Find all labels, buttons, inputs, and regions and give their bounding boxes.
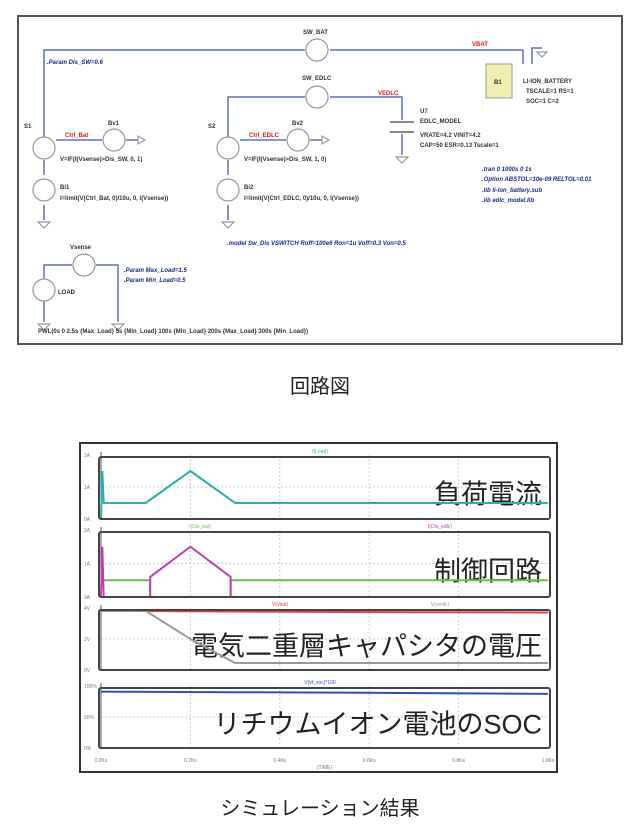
panel-title: リチウムイオン電池のSOC bbox=[213, 709, 542, 739]
series-legend: I(Dis_bat) bbox=[189, 524, 211, 530]
y-tick-label: 0% bbox=[84, 746, 92, 752]
u7-label: U7 bbox=[420, 109, 428, 115]
y-tick-label: 2A bbox=[84, 528, 91, 534]
panel-title: 制御回路 bbox=[434, 557, 542, 587]
vedlc-net-label: VEDLC bbox=[378, 91, 399, 97]
x-tick-label: 1.0Ks bbox=[542, 758, 555, 764]
series-line-I(Dis_edlc) bbox=[100, 545, 548, 598]
series-line-V(vedlc) bbox=[101, 609, 548, 664]
vsense-label: Vsense bbox=[70, 245, 92, 251]
y-tick-label: 1A bbox=[84, 562, 91, 568]
series-line-V(vbat) bbox=[100, 609, 549, 614]
series-legend: V(vbat) bbox=[272, 602, 288, 608]
bv1-expression: V=IF(I(Vsense)>Dis_SW, 0, 1) bbox=[60, 157, 142, 163]
plot-panel-1: 2A 1A 0A 負荷電流 I(Load) bbox=[84, 449, 551, 523]
vbat-net-label: VBAT bbox=[472, 42, 488, 48]
param-dis-sw: .Param Dis_SW=0.6 bbox=[47, 60, 104, 66]
y-tick-label: 2V bbox=[84, 637, 91, 643]
y-tick-label: 0A bbox=[84, 595, 91, 601]
y-tick-label: 4V bbox=[84, 606, 91, 612]
x-tick-label: 0.2Ks bbox=[184, 758, 197, 764]
bv2-expression: V=IF(I(Vsense)>Dis_SW, 1, 0) bbox=[244, 157, 326, 163]
edlc-params-1: VRATE=4.2 VINIT=4.2 bbox=[420, 133, 481, 139]
switch-s2 bbox=[216, 136, 240, 160]
plot-panel-4: 100% 50% 0% リチウムイオン電池のSOC V(vf_soc)*100 bbox=[84, 680, 551, 752]
ctrl-bat-label: Ctrl_Bat bbox=[65, 133, 88, 139]
bv1-source bbox=[102, 128, 126, 152]
y-tick-label: 50% bbox=[84, 715, 95, 721]
sw-bat-source bbox=[305, 38, 329, 62]
panel-frame bbox=[98, 531, 551, 598]
series-legend: I(Load) bbox=[312, 449, 328, 455]
pwl-expression: PWL(0s 0 2.5s {Max_Load} 5s {Min_Load} 1… bbox=[38, 329, 308, 335]
plots-frame bbox=[79, 442, 558, 773]
battery-ref: B1 bbox=[494, 80, 502, 86]
lib-directive-1: .lib li-ion_battery.sub bbox=[482, 188, 542, 194]
x-tick-label: 0.4Ks bbox=[273, 758, 286, 764]
series-legend: V(vedlc) bbox=[431, 602, 450, 608]
edlc-params-2: CAP=50 ESR=0.13 Tscale=1 bbox=[420, 143, 499, 149]
panel-frame bbox=[98, 456, 551, 520]
vsense-source bbox=[72, 253, 96, 277]
circuit-caption: 回路図 bbox=[290, 374, 350, 398]
simulation-caption: シミュレーション結果 bbox=[220, 796, 420, 820]
series-line-I(Load) bbox=[100, 469, 548, 520]
series-line-I(Dis_bat) bbox=[103, 579, 548, 598]
panel-frame bbox=[98, 609, 551, 671]
s2-label: S2 bbox=[208, 124, 216, 130]
load-label: LOAD bbox=[58, 290, 76, 296]
sw-edlc-label: SW_EDLC bbox=[302, 76, 332, 82]
series-legend: I(Dis_edlc) bbox=[428, 524, 452, 530]
x-tick-label: 0.0Ks bbox=[95, 758, 108, 764]
tran-directive: .tran 0 1000s 0 1s bbox=[482, 167, 532, 173]
ctrl-edlc-label: Ctrl_EDLC bbox=[249, 133, 280, 139]
s1-label: S1 bbox=[24, 124, 32, 130]
plot-panel-3: 4V 2V 0V 電気二重層キャパシタの電圧 V(vbat) V(vedlc) bbox=[84, 602, 551, 674]
x-tick-label: 0.6Ks bbox=[363, 758, 376, 764]
switch-s1 bbox=[32, 136, 56, 160]
y-tick-label: 2A bbox=[84, 453, 91, 459]
bv2-source bbox=[286, 128, 310, 152]
bi1-label: Bi1 bbox=[60, 185, 70, 191]
edlc-model-label: EDLC_MODEL bbox=[420, 119, 462, 125]
battery-label: LI-ION_BATTERY bbox=[523, 79, 572, 85]
bi2-expression: I=limit(V(Ctrl_EDLC, 0)/10u, 0, I(Vsense… bbox=[244, 196, 359, 202]
series-legend: V(vf_soc)*100 bbox=[304, 680, 336, 686]
battery-symbol bbox=[485, 63, 513, 99]
panel-title: 負荷電流 bbox=[434, 480, 542, 510]
circuit-diagram: B1 .Param Dis_SW=0.6 SW_BAT SW_EDLC VBAT… bbox=[17, 15, 623, 345]
y-tick-label: 100% bbox=[84, 684, 97, 690]
sw-bat-label: SW_BAT bbox=[303, 30, 328, 36]
panel-frame bbox=[98, 687, 551, 749]
bi2-label: Bi2 bbox=[244, 185, 254, 191]
option-directive: .Option ABSTOL=10e-09 RELTOL=0.01 bbox=[482, 177, 592, 183]
bv1-label: Bv1 bbox=[108, 121, 120, 127]
x-tick-label: 0.8Ks bbox=[452, 758, 465, 764]
ground-symbols bbox=[36, 51, 549, 331]
bi1-expression: I=limit(V(Ctrl_Bat, 0)/10u, 0, I(Vsense)… bbox=[60, 196, 168, 202]
load-source bbox=[32, 278, 56, 302]
panel-title: 電気二重層キャパシタの電圧 bbox=[191, 631, 542, 661]
x-axis-label: (TIME) bbox=[317, 765, 333, 771]
param-min-load: .Param Min_Load=0.5 bbox=[124, 278, 186, 284]
y-tick-label: 1A bbox=[84, 485, 91, 491]
sw-edlc-source bbox=[305, 85, 329, 109]
series-line-V(vf_soc)*100 bbox=[100, 690, 549, 695]
plot-panel-2: 2A 1A 0A 制御回路 I(Dis_bat) I(Dis_edlc) bbox=[84, 524, 551, 601]
y-tick-label: 0V bbox=[84, 668, 91, 674]
bi1-source bbox=[32, 178, 56, 202]
wires bbox=[43, 47, 542, 322]
param-max-load: .Param Max_Load=1.5 bbox=[124, 268, 188, 274]
battery-params-1: TSCALE=1 RS=1 bbox=[526, 89, 574, 95]
bv2-label: Bv2 bbox=[292, 121, 304, 127]
y-tick-label: 0A bbox=[84, 517, 91, 523]
bi2-source bbox=[216, 178, 240, 202]
battery-params-2: SOC=1 C=2 bbox=[526, 99, 559, 105]
capacitor-symbol bbox=[390, 121, 414, 133]
model-directive: .model Sw_Dis VSWITCH Roff=100e6 Ron=1u … bbox=[227, 241, 406, 247]
lib-directive-2: .lib edlc_model.lib bbox=[482, 198, 534, 204]
